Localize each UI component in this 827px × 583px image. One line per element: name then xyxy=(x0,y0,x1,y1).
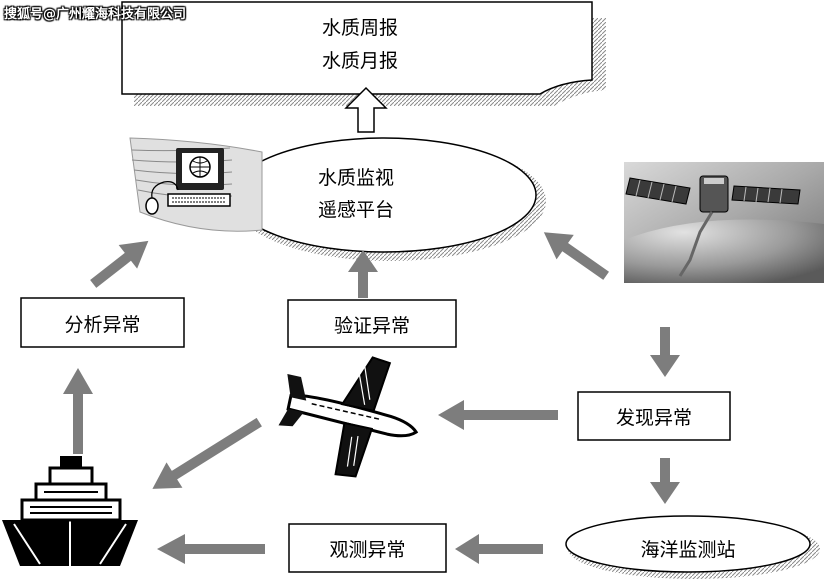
arrows xyxy=(63,232,680,564)
arrow-satellite-to-discover xyxy=(650,327,680,377)
box-analyze xyxy=(20,297,185,348)
arrow-satellite-to-platform xyxy=(543,232,609,280)
station-ellipse xyxy=(565,515,820,579)
box-verify xyxy=(287,299,457,348)
computer-icon xyxy=(129,137,263,232)
arrow-airplane-to-ship xyxy=(152,417,262,489)
arrow-analyze-to-computer xyxy=(90,240,149,288)
arrow-discover-to-station xyxy=(650,458,680,504)
station-label: 海洋监测站 xyxy=(640,539,736,561)
report-monthly: 水质月报 xyxy=(322,50,399,72)
verify-label: 验证异常 xyxy=(333,315,410,337)
ship-icon xyxy=(2,456,138,566)
analyze-label: 分析异常 xyxy=(64,314,141,336)
arrow-discover-to-airplane xyxy=(438,400,558,430)
satellite-image xyxy=(624,162,824,283)
platform-title-line2: 遥感平台 xyxy=(318,199,395,221)
observe-label: 观测异常 xyxy=(329,539,406,561)
report-document xyxy=(121,1,606,106)
airplane-icon xyxy=(278,356,419,478)
box-observe xyxy=(288,523,447,573)
platform-ellipse xyxy=(231,137,546,261)
arrow-station-to-observe xyxy=(455,534,543,564)
report-weekly: 水质周报 xyxy=(322,17,399,39)
watermark: 搜狐号@广州耀海科技有限公司 xyxy=(4,7,187,22)
box-discover xyxy=(577,391,731,441)
arrow-observe-to-ship xyxy=(157,534,265,564)
platform-title-line1: 水质监视 xyxy=(318,167,395,189)
up-arrow-to-reports xyxy=(344,86,388,133)
arrow-ship-to-analyze xyxy=(63,368,93,454)
discover-label: 发现异常 xyxy=(615,407,692,429)
arrow-verify-to-platform xyxy=(348,250,378,298)
